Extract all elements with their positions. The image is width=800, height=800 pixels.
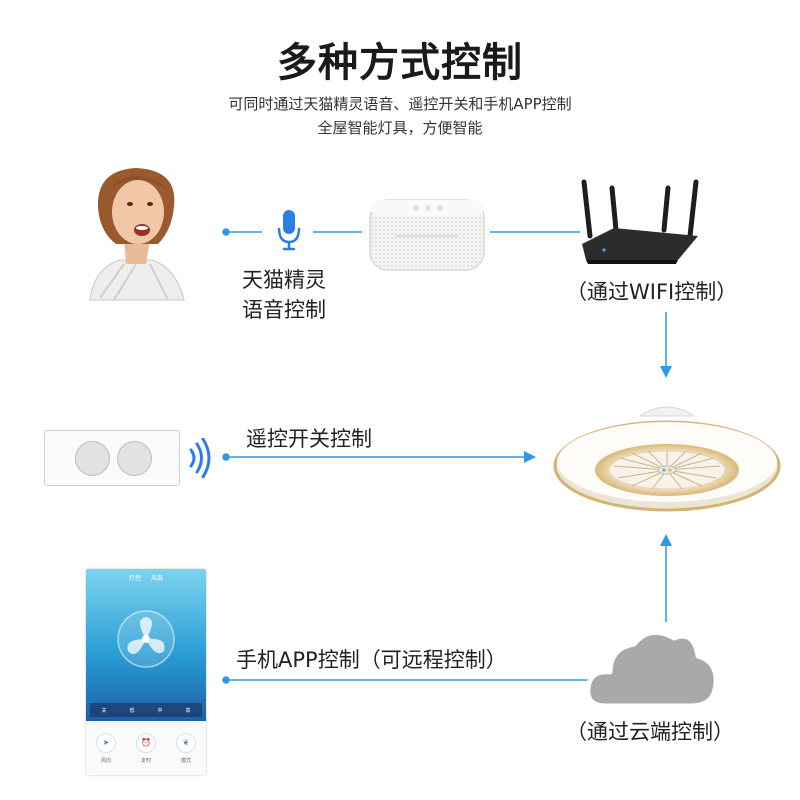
cloud-icon bbox=[585, 629, 719, 709]
remote-switch bbox=[44, 430, 180, 486]
smart-speaker-icon bbox=[369, 199, 485, 271]
voice-line-dot bbox=[222, 228, 230, 236]
woman-speaking-icon bbox=[89, 168, 185, 301]
leaf-icon: ❦ bbox=[176, 732, 196, 753]
phone-bottom-bar: ➤ 风向 ⏰ 定时 ❦ 模式 bbox=[86, 721, 206, 775]
wifi-control-label: （通过WIFI控制） bbox=[566, 280, 738, 304]
remote-control-label: 遥控开关控制 bbox=[246, 427, 372, 451]
phone-item-mode: ❦ 模式 bbox=[176, 732, 196, 764]
remote-fan-arrowhead bbox=[524, 451, 536, 463]
mode-off: 关 bbox=[101, 707, 107, 714]
remote-line-dot bbox=[222, 453, 230, 461]
voice-control-label-2: 语音控制 bbox=[242, 298, 326, 322]
app-line-dot bbox=[222, 676, 230, 684]
remote-switch-button-left bbox=[75, 441, 110, 476]
page-title: 多种方式控制 bbox=[277, 40, 523, 86]
phone-tab-light: 灯控 bbox=[129, 575, 142, 582]
alarm-clock-icon: ⏰ bbox=[136, 732, 156, 753]
mode-mid: 中 bbox=[157, 707, 163, 714]
phone-app-screenshot: 灯控 风扇 关 低 中 高 ➤ 风向 ⏰ 定时 ❦ bbox=[86, 569, 206, 775]
phone-item-timer: ⏰ 定时 bbox=[136, 732, 156, 764]
cloud-control-label: （通过云端控制） bbox=[566, 720, 734, 744]
mode-low: 低 bbox=[129, 707, 135, 714]
subtitle-line-1: 可同时通过天猫精灵语音、遥控开关和手机APP控制 bbox=[228, 95, 572, 113]
phone-tab-fan: 风扇 bbox=[150, 575, 163, 582]
direction-icon: ➤ bbox=[96, 732, 116, 753]
signal-waves-icon bbox=[189, 438, 211, 478]
voice-control-label-1: 天猫精灵 bbox=[242, 268, 326, 292]
phone-item-direction: ➤ 风向 bbox=[96, 732, 116, 764]
app-control-label: 手机APP控制（可远程控制） bbox=[236, 648, 507, 672]
microphone-icon bbox=[277, 210, 301, 251]
phone-speed-modes: 关 低 中 高 bbox=[90, 703, 202, 717]
router-icon bbox=[581, 179, 699, 264]
phone-screen: 灯控 风扇 关 低 中 高 bbox=[86, 569, 206, 721]
mode-high: 高 bbox=[185, 707, 191, 714]
phone-tabs: 灯控 风扇 bbox=[86, 573, 206, 582]
subtitle-line-2: 全屋智能灯具，方便智能 bbox=[317, 119, 483, 137]
ceiling-fan-light-icon bbox=[553, 406, 781, 512]
remote-switch-button-right bbox=[117, 441, 152, 476]
fan-icon bbox=[117, 610, 175, 668]
cloud-fan-arrowhead bbox=[660, 534, 672, 546]
router-fan-arrowhead bbox=[660, 366, 672, 378]
